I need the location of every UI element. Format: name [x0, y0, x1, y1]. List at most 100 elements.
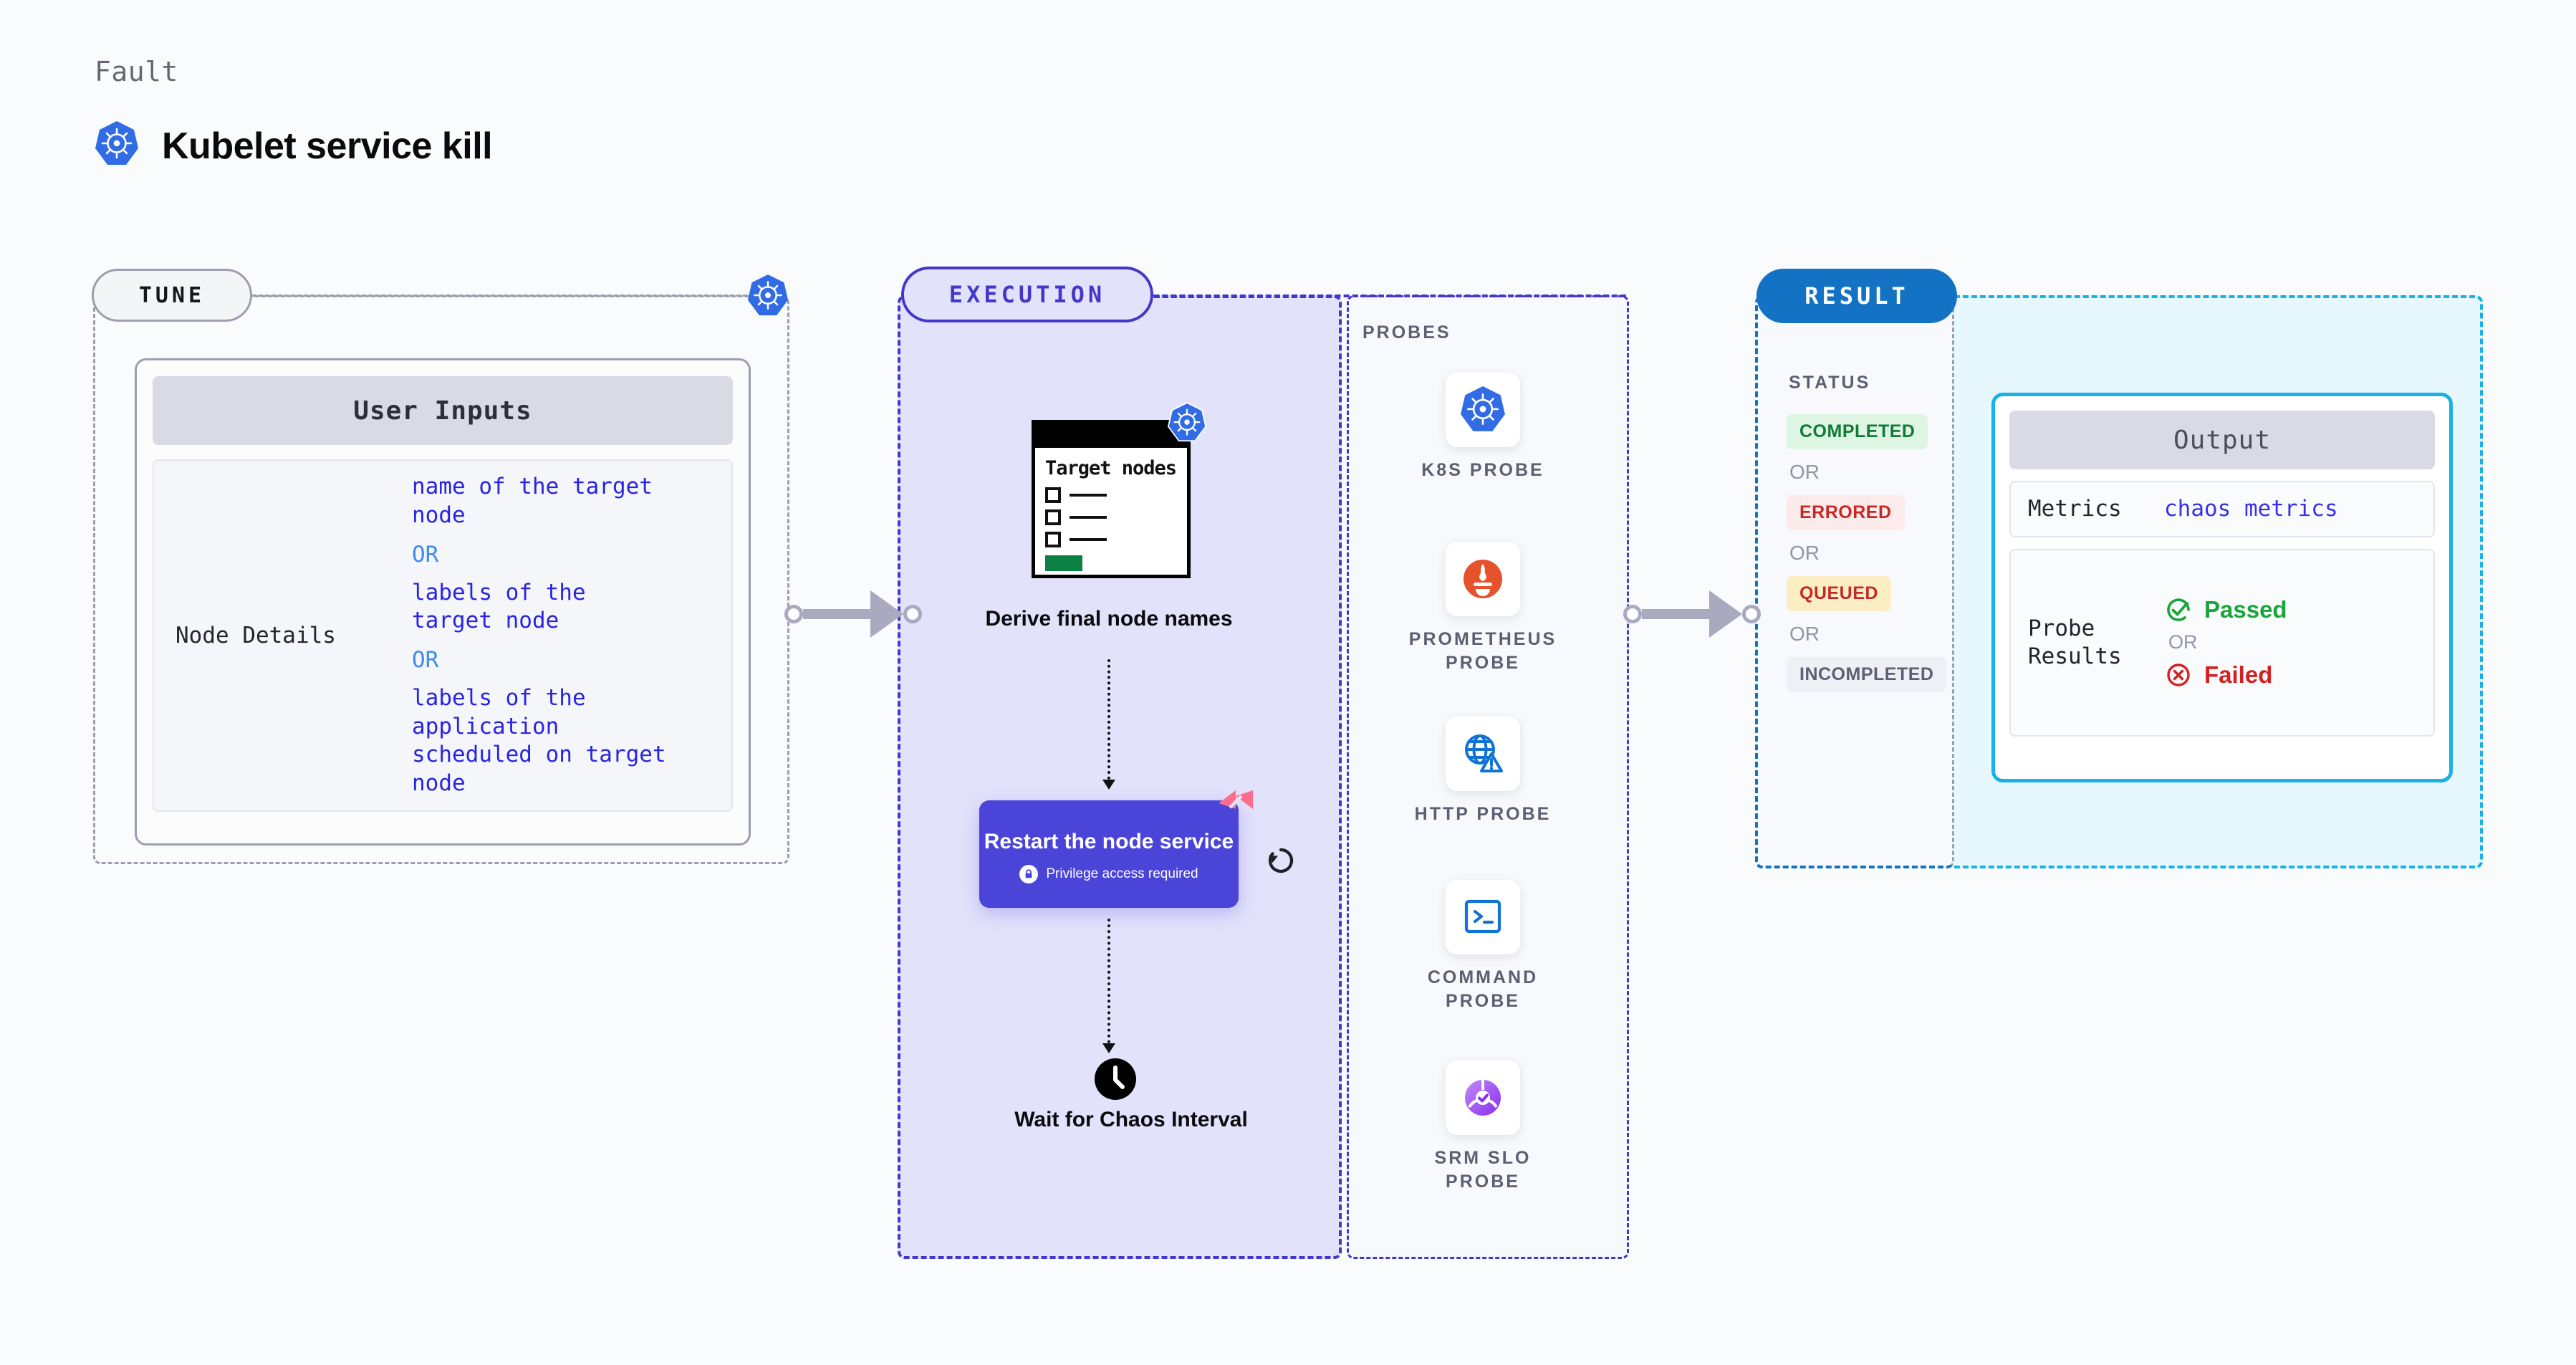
arrow-head: [1102, 780, 1115, 790]
connector-arrowhead: [1709, 590, 1742, 638]
connector-arrowhead: [870, 590, 903, 638]
action-title: Restart the node service: [984, 830, 1234, 854]
output-title: Output: [2009, 411, 2435, 469]
connector-dot-left: [1623, 605, 1642, 623]
probe-prometheus[interactable]: PROMETHEUS PROBE: [1375, 542, 1590, 674]
placeholder-line: [1070, 516, 1107, 519]
kubernetes-icon: [747, 274, 789, 322]
input-separator-or-1: OR: [412, 541, 439, 567]
status-label: STATUS: [1789, 373, 1871, 393]
tune-pill: TUNE: [92, 269, 252, 322]
connector-tune-to-execution: [784, 590, 922, 638]
arrow-head: [1102, 1043, 1115, 1053]
connector-dot-right: [1742, 605, 1761, 623]
target-nodes-title: Target nodes: [1045, 457, 1177, 479]
srm-slo-icon: [1446, 1060, 1520, 1135]
tune-dash-line: [252, 294, 754, 297]
connector-line: [803, 609, 872, 619]
loop-icon: [1264, 844, 1297, 881]
target-nodes-list: [1045, 487, 1187, 548]
probes-label: PROBES: [1363, 322, 1451, 343]
window-titlebar: [1035, 423, 1187, 448]
probe-results-values: Passed OR Failed: [2164, 595, 2287, 689]
probe-or: OR: [2168, 631, 2198, 653]
terminal-icon: [1446, 880, 1520, 954]
input-value-app-labels: labels of the application scheduled on t…: [412, 685, 666, 797]
input-separator-or-2: OR: [412, 647, 439, 673]
flow-arrow-2: [1098, 919, 1120, 1053]
probe-label: COMMAND PROBE: [1427, 967, 1539, 1011]
harness-icon: [1217, 787, 1254, 825]
clock-icon: [1095, 1058, 1136, 1103]
flow-arrow-1: [1098, 659, 1120, 790]
page-title-row: Kubelet service kill: [95, 120, 493, 171]
page-title: Kubelet service kill: [162, 125, 493, 167]
status-badge-errored: ERRORED: [1787, 495, 1905, 530]
output-value-metrics[interactable]: chaos metrics: [2164, 496, 2338, 522]
status-badge-incompleted: INCOMPLETED: [1787, 657, 1947, 692]
cross-circle-icon: [2167, 664, 2190, 686]
check-circle-icon: [2167, 598, 2190, 622]
placeholder-line: [1070, 494, 1107, 497]
status-badge-completed: COMPLETED: [1787, 414, 1928, 449]
probe-result-failed: Failed: [2164, 661, 2287, 689]
target-nodes-window: Target nodes: [1032, 420, 1191, 578]
user-inputs-body: Node Details name of the target node OR …: [153, 459, 733, 812]
status-list: COMPLETED OR ERRORED OR QUEUED OR INCOMP…: [1787, 414, 1947, 692]
probe-command[interactable]: COMMAND PROBE: [1375, 880, 1590, 1012]
action-restart-node-service[interactable]: Restart the node service Privilege acces…: [979, 790, 1253, 908]
checkbox-icon: [1045, 487, 1061, 504]
step-caption-derive-node-names: Derive final node names: [985, 607, 1233, 631]
probe-http[interactable]: HTTP PROBE: [1375, 717, 1590, 826]
user-inputs-card: User Inputs Node Details name of the tar…: [135, 358, 751, 846]
input-key-node-details: Node Details: [176, 623, 336, 648]
execution-pill: EXECUTION: [901, 267, 1153, 322]
arrow-stem: [1107, 919, 1110, 1043]
list-item: [1045, 487, 1187, 504]
probe-srm-slo[interactable]: SRM SLO PROBE: [1375, 1060, 1590, 1193]
output-card: Output Metrics chaos metrics Probe Resul…: [1991, 393, 2453, 782]
connector-dot-left: [784, 605, 803, 623]
window-body: Target nodes: [1035, 448, 1187, 572]
step-caption-wait-for-chaos-interval: Wait for Chaos Interval: [1014, 1108, 1248, 1131]
output-row-metrics: Metrics chaos metrics: [2009, 481, 2435, 537]
list-item: [1045, 532, 1187, 548]
connector-line: [1642, 609, 1711, 619]
probe-label: SRM SLO PROBE: [1434, 1148, 1532, 1192]
input-value-node-labels: labels of the target node: [412, 579, 586, 634]
input-values: name of the target node OR labels of the…: [412, 473, 720, 798]
globe-warning-icon: [1446, 717, 1520, 791]
probe-label: PROMETHEUS PROBE: [1408, 629, 1557, 673]
placeholder-line: [1070, 538, 1107, 542]
list-item: [1045, 509, 1187, 526]
privilege-note-text: Privilege access required: [1046, 866, 1198, 881]
green-bar: [1045, 555, 1082, 572]
status-or-2: OR: [1789, 542, 1820, 564]
privilege-note: Privilege access required: [1019, 864, 1198, 883]
execution-dash-line: [1153, 294, 1626, 297]
input-value-node-name: name of the target node: [412, 474, 653, 528]
status-or-1: OR: [1789, 461, 1820, 483]
probe-label: K8S PROBE: [1421, 460, 1544, 480]
connector-dot-right: [903, 605, 922, 623]
probe-failed-label: Failed: [2204, 661, 2273, 689]
probe-k8s[interactable]: K8S PROBE: [1375, 373, 1590, 482]
lock-icon: [1019, 864, 1039, 883]
connector-execution-to-result: [1623, 590, 1761, 638]
user-inputs-title: User Inputs: [153, 376, 733, 445]
arrow-stem: [1107, 659, 1110, 780]
kubernetes-icon: [95, 120, 139, 171]
checkbox-icon: [1045, 509, 1061, 526]
checkbox-icon: [1045, 532, 1061, 548]
page-eyebrow: Fault: [95, 56, 178, 87]
status-badge-queued: QUEUED: [1787, 576, 1891, 611]
kubernetes-icon: [1167, 402, 1207, 447]
result-pill: RESULT: [1756, 269, 1957, 323]
output-key-metrics: Metrics: [2028, 496, 2122, 522]
probe-result-passed: Passed: [2164, 595, 2287, 624]
probe-label: HTTP PROBE: [1414, 804, 1552, 824]
output-row-probe-results: Probe Results Passed OR Failed: [2009, 548, 2435, 737]
status-or-3: OR: [1789, 623, 1820, 645]
target-nodes-card: Target nodes: [1027, 402, 1207, 578]
